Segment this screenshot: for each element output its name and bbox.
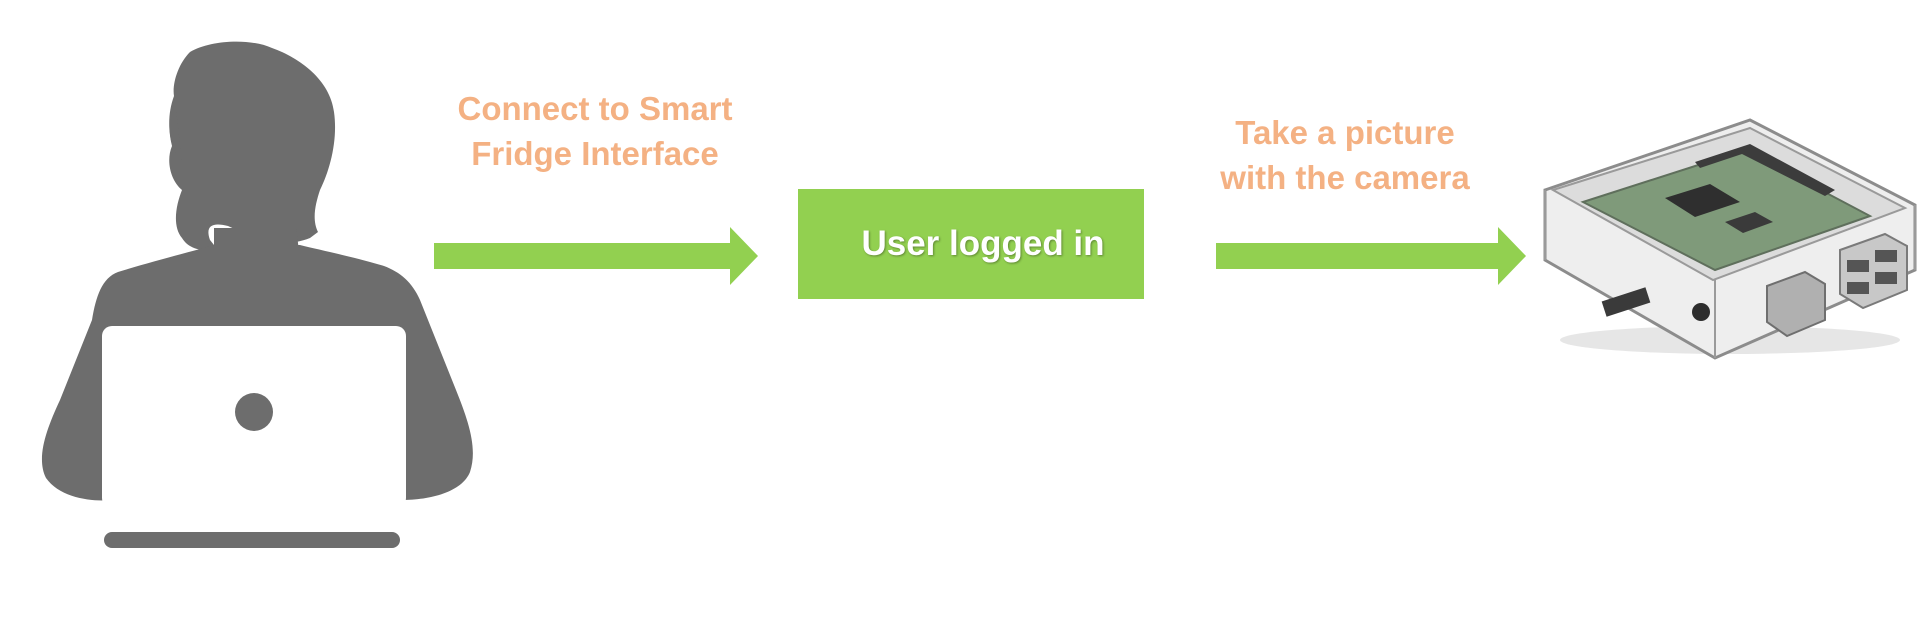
- status-box: User logged in: [798, 189, 1144, 299]
- step-label-line: Fridge Interface: [471, 135, 719, 172]
- status-text: User logged in: [861, 224, 1105, 263]
- arrow-right-icon: [434, 227, 758, 285]
- step-label-line: with the camera: [1220, 159, 1470, 196]
- user-with-laptop-icon: [41, 41, 473, 548]
- raspberry-pi-device-icon: [1543, 118, 1917, 360]
- step-label-line: Take a picture: [1235, 114, 1455, 151]
- arrow-right-icon: [1216, 227, 1526, 285]
- step-label-take-picture: Take a picture with the camera: [1180, 110, 1510, 200]
- step-label-connect: Connect to Smart Fridge Interface: [420, 86, 770, 176]
- step-label-line: Connect to Smart: [457, 90, 733, 127]
